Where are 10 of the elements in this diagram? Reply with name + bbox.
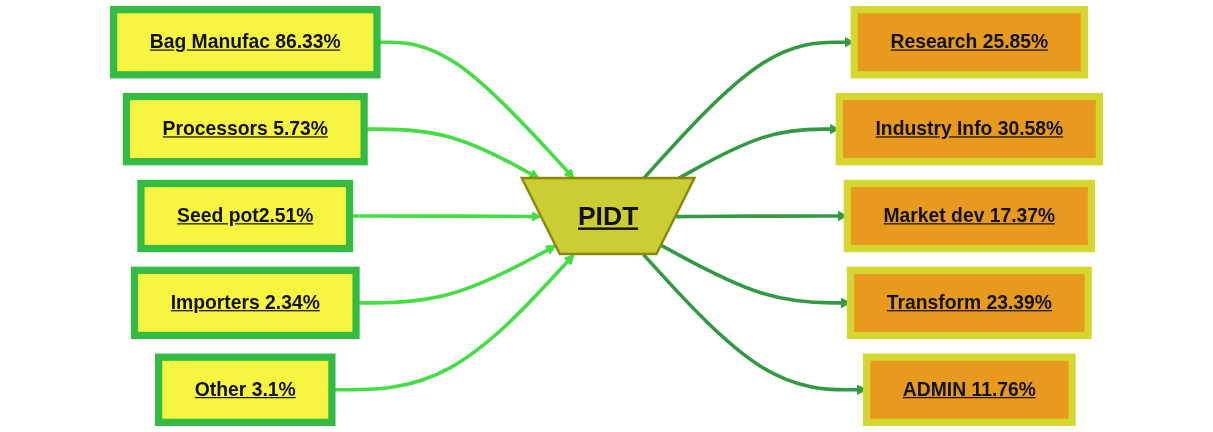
node-box: ADMIN 11.76% (863, 353, 1076, 426)
node-box: Bag Manufac 86.33% (109, 6, 381, 79)
node-box: Seed pot2.51% (137, 179, 354, 253)
node-box: Processors 5.73% (122, 92, 368, 166)
node-box: Research 25.85% (850, 6, 1089, 79)
node-box: Importers 2.34% (130, 266, 360, 340)
node-box: Industry Info 30.58% (835, 92, 1104, 166)
node-box: Other 3.1% (155, 353, 336, 426)
node-box: Market dev 17.37% (843, 179, 1096, 253)
node-box: Transform 23.39% (846, 266, 1092, 340)
